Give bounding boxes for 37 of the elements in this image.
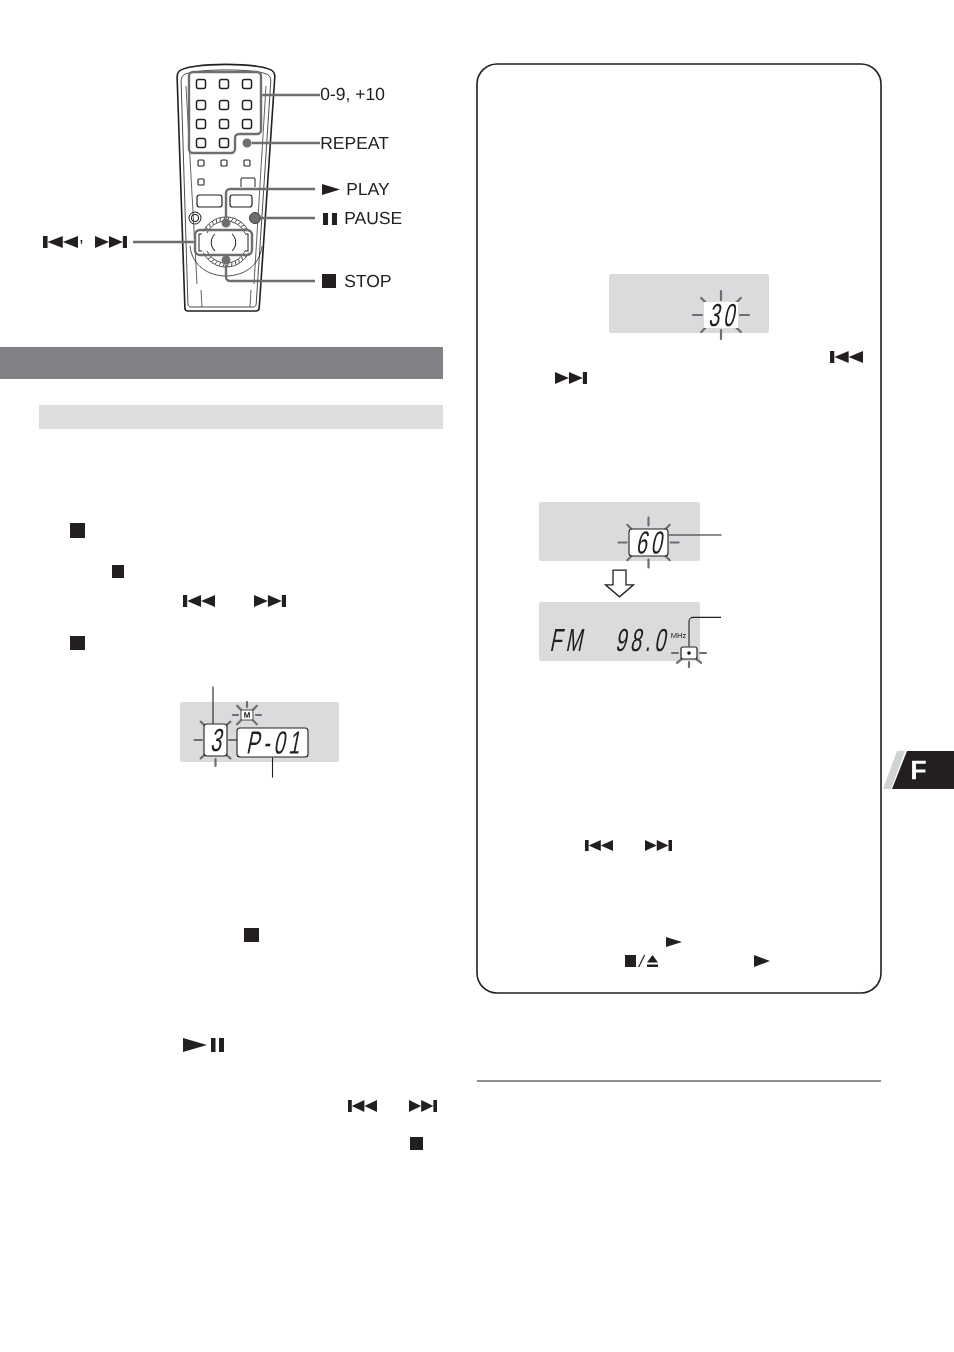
subheading-bar: [39, 405, 443, 429]
display-readout: 3: [203, 723, 228, 757]
remote-drawing: [176, 63, 276, 312]
stop-button: [221, 255, 231, 265]
repeat-button: [242, 138, 252, 148]
callout-label: PAUSE: [345, 211, 402, 225]
callout-label: 0-9, +10: [320, 87, 385, 103]
display-indicator: M: [240, 709, 254, 721]
keypad-outline: [187, 70, 263, 155]
skip-buttons-outline: [193, 228, 254, 257]
callout-label: ,: [80, 239, 83, 245]
heading-bar: [0, 347, 443, 379]
leader-line: [224, 187, 315, 219]
display-panel: [609, 274, 769, 333]
display-text: FM: [550, 629, 585, 651]
leader-line: [262, 93, 320, 97]
callout-label: STOP: [345, 274, 391, 288]
leader-line: [688, 616, 722, 647]
arrow: [603, 569, 636, 598]
play-button: [221, 218, 231, 228]
leader-line: [260, 216, 315, 220]
section-tab: F: [883, 751, 954, 789]
leader-line: [668, 534, 723, 536]
leader-line: [212, 685, 214, 724]
leader-line: [251, 141, 320, 145]
callout-label: REPEAT: [321, 137, 389, 149]
leader-line: [271, 757, 274, 779]
leader-line: [224, 264, 315, 283]
display-readout: 30: [704, 302, 738, 328]
display-text: 98.0: [617, 628, 668, 652]
leader-line: [133, 240, 194, 244]
display-readout: 60: [628, 528, 669, 557]
note-frame: [476, 63, 882, 994]
indicator-box: [680, 646, 698, 660]
callout-label: PLAY: [347, 183, 390, 196]
pause-button: [249, 212, 261, 224]
display-readout: P-01: [236, 727, 309, 758]
